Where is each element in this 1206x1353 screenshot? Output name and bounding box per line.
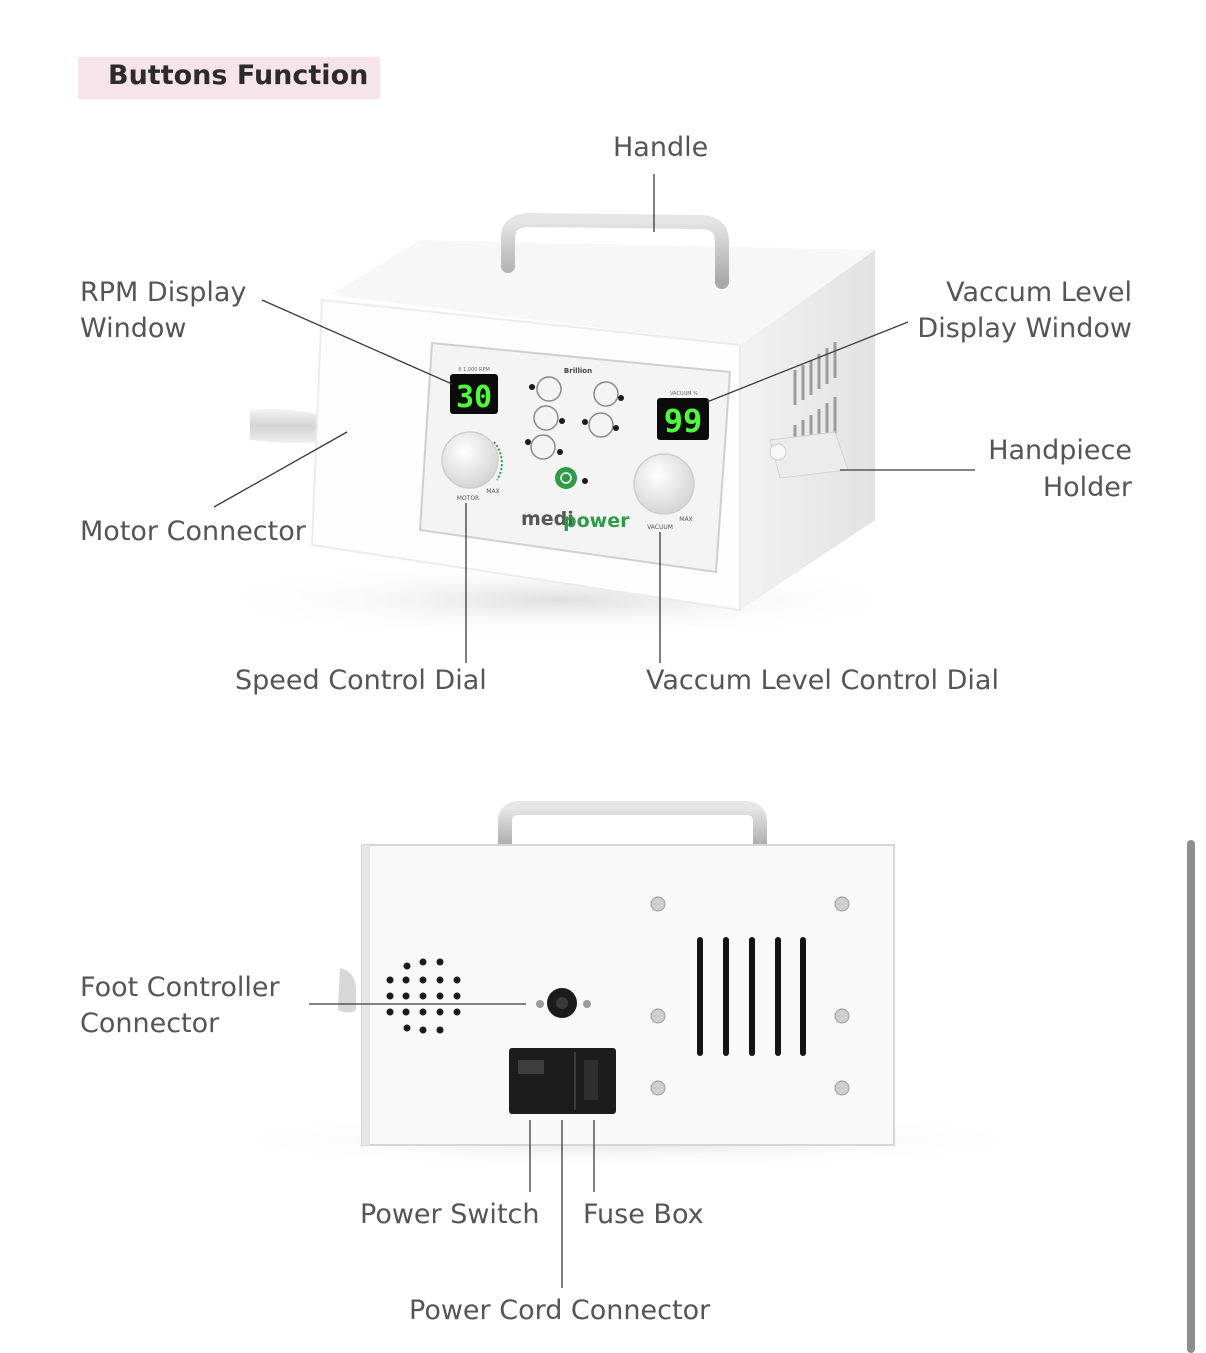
maker-logo: Brillion [564, 367, 592, 375]
label-vacuum-display: Vaccum Level Display Window [917, 275, 1132, 347]
holder-back [338, 968, 356, 1013]
motor-dial-label: MOTOR [457, 495, 479, 502]
label-rpm-display-line1: RPM Display [80, 277, 247, 308]
scrollbar[interactable] [1187, 840, 1195, 1353]
label-vacuum-display-line1: Vaccum Level [946, 277, 1132, 308]
power-switch [518, 1060, 544, 1074]
handle [501, 212, 729, 289]
label-power-switch: Power Switch [360, 1199, 540, 1230]
power-module [509, 1048, 616, 1114]
label-handpiece-holder-line2: Holder [1042, 472, 1132, 503]
section-title: Buttons Function [108, 60, 369, 91]
mode-buttons [530, 376, 619, 460]
device-side-panel [740, 250, 875, 610]
label-handpiece-holder-line1: Handpiece [988, 435, 1132, 466]
label-power-cord: Power Cord Connector [409, 1295, 711, 1326]
label-vacuum-display-line2: Display Window [917, 313, 1132, 344]
mode-indicator-dots [525, 384, 624, 484]
brand-prefix: medi [521, 508, 574, 530]
power-button [555, 467, 577, 489]
callout-lines [213, 174, 975, 1288]
label-rpm-display-line2: Window [80, 313, 187, 344]
speed-control-dial [441, 431, 499, 489]
label-handle: Handle [613, 132, 709, 163]
label-foot-controller: Foot Controller Connector [80, 970, 280, 1042]
label-foot-controller-line1: Foot Controller [80, 972, 280, 1003]
label-foot-controller-line2: Connector [80, 1008, 220, 1039]
rpm-display-window [450, 374, 498, 414]
device-top-panel [330, 240, 875, 345]
vacuum-display-window [657, 398, 709, 440]
label-handpiece-holder: Handpiece Holder [988, 432, 1132, 506]
fuse-box [584, 1060, 598, 1100]
label-speed-dial: Speed Control Dial [235, 665, 487, 696]
handle-back [498, 801, 767, 855]
screws [650, 896, 850, 1096]
rpm-unit: X 1,000 RPM [458, 367, 490, 373]
vacuum-max-label: MAX [679, 516, 692, 523]
motor-max-label: MAX [486, 488, 499, 495]
rpm-value: 30 [456, 380, 492, 415]
label-fuse-box: Fuse Box [583, 1199, 704, 1230]
vacuum-unit: VACUUM % [670, 391, 698, 397]
back-vents [697, 937, 806, 1056]
vacuum-value: 99 [664, 402, 703, 440]
label-motor-connector: Motor Connector [80, 516, 306, 547]
label-vacuum-dial: Vaccum Level Control Dial [646, 665, 999, 696]
section-title-tag [78, 57, 380, 99]
label-rpm-display: RPM Display Window [80, 275, 246, 347]
vacuum-dial-label: VACUUM [647, 524, 673, 531]
speaker-grille [386, 958, 461, 1034]
brand-suffix: power [563, 510, 630, 532]
vacuum-control-dial [633, 453, 695, 515]
